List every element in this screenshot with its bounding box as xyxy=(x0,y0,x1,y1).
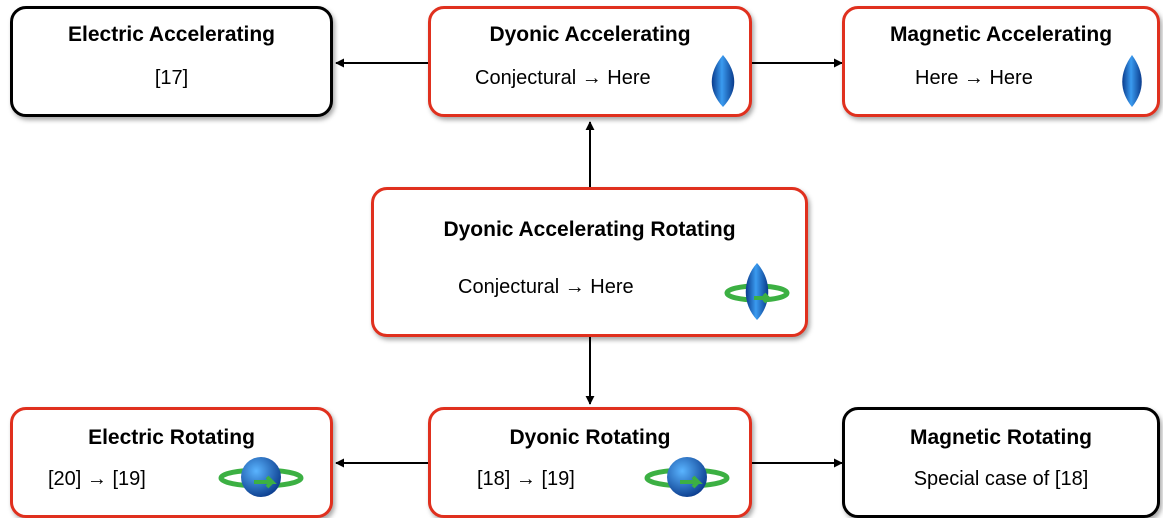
dyonic-rotating-box: Dyonic Rotating [18] → [19] xyxy=(428,407,752,518)
electric-rotating-box: Electric Rotating [20] → [19] xyxy=(10,407,333,518)
dyonic-accelerating-rotating-box: Dyonic Accelerating Rotating Conjectural… xyxy=(371,187,808,337)
box-title: Electric Rotating xyxy=(88,426,255,449)
box-text: [18] → [19] xyxy=(477,468,575,490)
lens-shape-icon xyxy=(711,55,735,107)
rotating-lens-icon xyxy=(724,263,790,320)
box-text: Conjectural → Here xyxy=(458,276,634,298)
box-title: Magnetic Rotating xyxy=(910,426,1092,449)
rotating-sphere-icon xyxy=(218,457,304,497)
box-title: Dyonic Accelerating Rotating xyxy=(443,218,736,241)
lens-shape-icon xyxy=(1122,55,1142,107)
box-title: Magnetic Accelerating xyxy=(889,23,1113,46)
box-text: [20] → [19] xyxy=(48,468,146,490)
rotating-sphere-icon xyxy=(644,457,730,497)
box-title: Electric Accelerating xyxy=(68,23,275,46)
box-title: Dyonic Accelerating xyxy=(489,23,691,46)
dyonic-accelerating-box: Dyonic Accelerating Conjectural → Here xyxy=(428,6,752,117)
magnetic-rotating-box: Magnetic Rotating Special case of [18] xyxy=(842,407,1160,518)
box-text: [17] xyxy=(154,67,189,89)
box-text: Here → Here xyxy=(915,67,1033,89)
box-text: Conjectural → Here xyxy=(475,67,651,89)
electric-accelerating-box: Electric Accelerating [17] xyxy=(10,6,333,117)
box-text: Special case of [18] xyxy=(913,468,1089,490)
box-title: Dyonic Rotating xyxy=(509,426,671,449)
magnetic-accelerating-box: Magnetic Accelerating Here → Here xyxy=(842,6,1160,117)
